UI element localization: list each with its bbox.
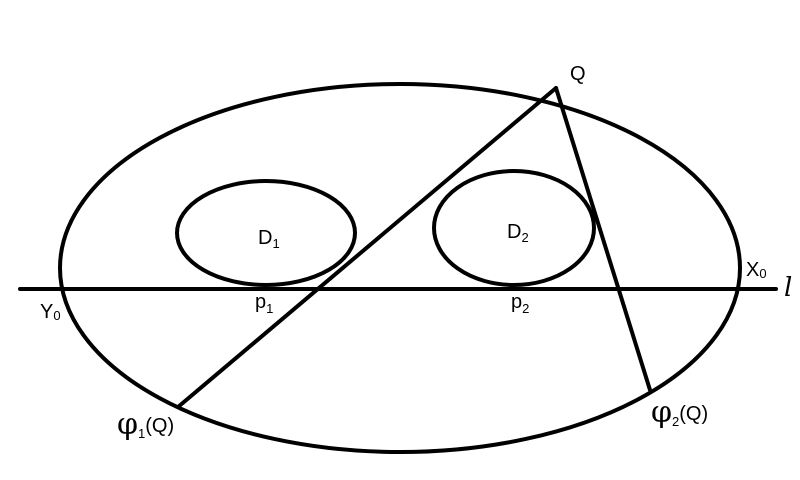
segment-q-phi2 [554,86,652,392]
domain-d2-ellipse [432,169,596,287]
label-phi2-q: φ2(Q) [651,395,708,430]
label-d2: D2 [507,221,529,245]
label-d1-main: D [258,227,272,249]
label-phi1-sub: 1 [138,426,145,441]
label-p1-sub: 1 [266,301,273,316]
label-q: Q [570,63,586,85]
label-phi2-sub: 2 [672,414,679,429]
label-d2-main: D [507,221,521,243]
label-p1: p1 [255,291,273,316]
label-y0: Y0 [40,301,61,323]
label-p2-main: p [511,291,522,313]
label-phi1-arg: (Q) [145,415,174,437]
label-phi2-arg: (Q) [679,403,708,425]
label-y0-main: Y [40,301,53,323]
segment-q-phi1 [176,86,558,409]
label-x0-sub: 0 [759,266,766,281]
label-y0-sub: 0 [53,308,60,323]
label-p1-main: p [255,291,266,313]
label-p2: p2 [511,291,529,316]
domain-d1-ellipse [175,179,357,287]
label-p2-sub: 2 [522,301,529,316]
label-x0: X0 [746,259,767,281]
label-x0-main: X [746,259,759,281]
outer-ellipse [58,82,742,454]
label-phi2-symbol: φ [651,395,672,430]
label-d2-sub: 2 [521,230,528,245]
label-d1: D1 [258,227,280,251]
label-d1-sub: 1 [272,236,279,251]
label-phi1-symbol: φ [117,407,138,442]
label-l: l [784,273,792,303]
label-phi1-q: φ1(Q) [117,407,174,442]
